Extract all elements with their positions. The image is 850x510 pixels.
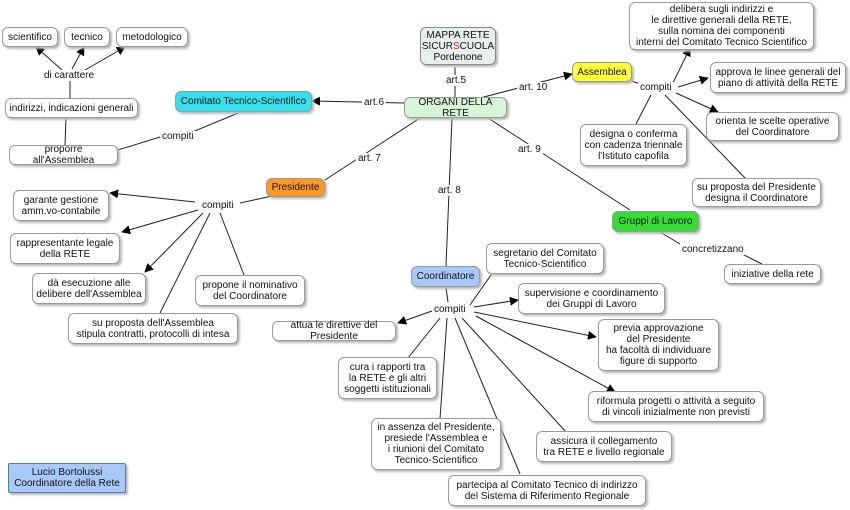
title-line1: MAPPA RETE xyxy=(426,29,490,41)
assemblea-orienta-node: orienta le scelte operative del Coordina… xyxy=(706,112,839,141)
coordinatore-compiti-label: compiti xyxy=(432,304,468,315)
link-center-presidente xyxy=(324,117,421,181)
presidente-garante-node: garante gestione amm.vo-contabile xyxy=(13,190,109,221)
comitato-compiti-label: compiti xyxy=(160,131,196,142)
scientifico-node: scientifico xyxy=(2,27,58,47)
title-line3: Pordenone xyxy=(433,51,483,63)
gruppi-iniziative-node: iniziative della rete xyxy=(724,264,821,284)
art6-label: art.6 xyxy=(362,97,387,108)
author-box: Lucio Bortolussi Coordinatore della Rete xyxy=(8,463,126,493)
comitato-node: Comitato Tecnico-Scientifico xyxy=(175,91,312,112)
gruppi-concretizzano-label: concretizzano xyxy=(680,244,746,255)
coordinatore-segretario-node: segretario del Comitato Tecnico-Scientif… xyxy=(486,243,604,274)
coordinatore-partecipa-node: partecipa al Comitato Tecnico di indiriz… xyxy=(448,475,646,506)
gruppi-node: Gruppi di Lavoro xyxy=(612,211,699,232)
presidente-rappresentante-node: rappresentante legale della RETE xyxy=(10,233,120,264)
presidente-node: Presidente xyxy=(266,178,325,197)
coordinatore-previa-node: previa approvazione del Presidente ha fa… xyxy=(598,319,719,371)
coordinatore-supervisione-node: supervisione e coordinamento dei Gruppi … xyxy=(518,283,665,314)
art5-label: art.5 xyxy=(444,75,469,86)
presidente-stipula-node: su proposta dell'Assemblea stipula contr… xyxy=(68,313,238,344)
art10-label: art. 10 xyxy=(517,82,550,93)
art8-label: art. 8 xyxy=(436,185,463,196)
tecnico-node: tecnico xyxy=(64,27,110,47)
assemblea-approva-node: approva le linee generali del piano di a… xyxy=(710,62,846,93)
indirizzi-node: indirizzi, indicazioni generali xyxy=(5,98,138,118)
art9-label: art. 9 xyxy=(516,144,543,155)
link-center-gruppi xyxy=(487,117,631,211)
coordinatore-assenza-node: in assenza del Presidente, presiede l'As… xyxy=(371,418,501,470)
presidente-esecuzione-node: dà esecuzione alle delibere dell'Assembl… xyxy=(32,273,146,304)
assemblea-compiti-label: compiti xyxy=(638,82,674,93)
assemblea-su-proposta-node: su proposta del Presidente designa il Co… xyxy=(692,178,821,207)
presidente-propone-node: propone il nominativo del Coordinatore xyxy=(195,275,305,306)
art7-label: art. 7 xyxy=(356,153,383,164)
coordinatore-cura-node: cura i rapporti tra la RETE e gli altri … xyxy=(338,357,437,399)
assemblea-delibera-node: delibera sugli indirizzi e le direttive … xyxy=(629,2,814,50)
presidente-compiti-label: compiti xyxy=(200,200,236,211)
assemblea-node: Assemblea xyxy=(572,62,632,82)
coordinatore-assicura-node: assicura il collegamento tra RETE e live… xyxy=(536,431,672,462)
metodologico-node: metodologico xyxy=(116,27,188,47)
link-center-comitato xyxy=(311,96,406,106)
di-carattere-label: di carattere xyxy=(42,70,97,81)
assemblea-designa-node: designa o conferma con cadenza triennale… xyxy=(580,124,687,166)
center-organi-della-rete: ORGANI DELLA RETE xyxy=(404,97,507,119)
coordinatore-attua-node: attua le direttive del Presidente xyxy=(272,320,396,342)
coordinatore-riformula-node: riformula progetti o attività a seguito … xyxy=(588,391,764,422)
proporre-node: proporre all'Assemblea xyxy=(9,144,118,166)
coordinatore-node: Coordinatore xyxy=(411,266,480,287)
